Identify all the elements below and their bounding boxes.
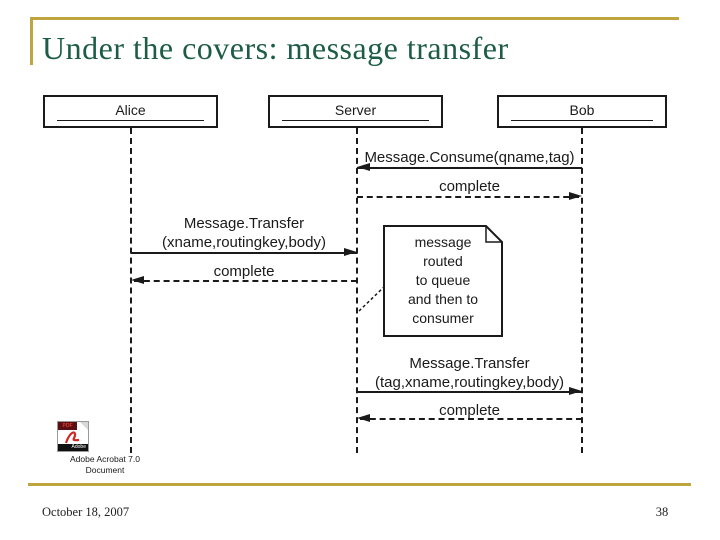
- actor-box-bob: Bob: [497, 95, 667, 128]
- message-line-transfer2: [357, 391, 582, 393]
- message-label-complete-3: complete: [439, 402, 500, 419]
- note-line: consumer: [412, 310, 474, 326]
- footer-accent-line: [28, 483, 691, 486]
- message-label-transfer2-line1: Message.Transfer: [409, 355, 530, 372]
- message-label-complete-1: complete: [439, 178, 500, 195]
- pdf-object-label-line1: Adobe Acrobat 7.0: [70, 454, 140, 464]
- message-label-transfer1-line1: Message.Transfer: [183, 215, 305, 232]
- actor-label-bob: Bob: [510, 102, 654, 121]
- note-line: routed: [423, 253, 463, 269]
- lifeline-bob: [581, 128, 583, 453]
- note-line: and then to: [407, 291, 479, 307]
- note-box: message routed to queue and then to cons…: [383, 225, 503, 337]
- message-line-consume: [357, 167, 582, 169]
- message-label-transfer2-line2: (tag,xname,routingkey,body): [375, 374, 564, 391]
- note-shape: [383, 225, 503, 337]
- message-line-transfer1: [131, 252, 357, 254]
- actor-box-alice: Alice: [43, 95, 218, 128]
- arrowhead-left-icon: [357, 414, 370, 422]
- message-label-transfer1-line2: (xname,routingkey,body): [162, 234, 326, 251]
- arrowhead-right-icon: [344, 248, 357, 256]
- adobe-acrobat-icon[interactable]: PDF Adobe: [57, 421, 89, 452]
- title-accent-bar: [30, 17, 33, 65]
- message-label-complete-2: complete: [213, 263, 275, 280]
- arrowhead-right-icon: [569, 192, 582, 200]
- adobe-brand-label: Adobe: [58, 444, 88, 451]
- note-text: message routed to queue and then to cons…: [383, 233, 503, 328]
- arrowhead-left-icon: [131, 276, 144, 284]
- message-line-complete-1: [357, 196, 579, 198]
- embedded-pdf-object[interactable]: PDF Adobe Adobe Acrobat 7.0 Document: [41, 419, 169, 479]
- actor-label-server: Server: [281, 102, 430, 121]
- footer-date: October 18, 2007: [42, 505, 130, 519]
- lifeline-server: [356, 128, 358, 453]
- pdf-badge: PDF: [58, 422, 77, 430]
- note-line: message: [414, 234, 472, 250]
- note-line: to queue: [415, 272, 471, 288]
- page-number: 38: [655, 505, 669, 519]
- slide-title: Under the covers: message transfer: [42, 30, 509, 66]
- page-fold-icon: [80, 422, 88, 430]
- pdf-object-label-line2: Document: [85, 465, 125, 475]
- lifeline-alice: [130, 128, 132, 453]
- message-line-complete-2: [134, 280, 357, 282]
- message-line-complete-3: [360, 418, 582, 420]
- actor-box-server: Server: [268, 95, 443, 128]
- message-label-consume: Message.Consume(qname,tag): [364, 149, 575, 166]
- arrowhead-left-icon: [357, 163, 370, 171]
- note-connector-line: [358, 284, 387, 312]
- acrobat-swirl-icon: [64, 431, 80, 444]
- arrowhead-right-icon: [569, 387, 582, 395]
- actor-label-alice: Alice: [56, 102, 205, 121]
- title-accent-line: [30, 17, 679, 20]
